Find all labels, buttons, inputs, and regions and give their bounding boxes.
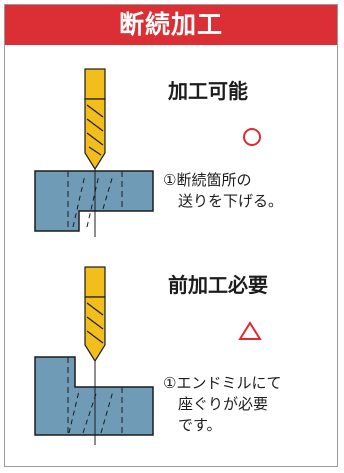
circle-mark-icon <box>242 127 262 151</box>
section-2-note-line-3: です。 <box>178 416 222 434</box>
section-2-note-line-2: 座ぐりが必要 <box>178 395 269 413</box>
drill-1 <box>84 68 106 171</box>
section-2-note: ①エンドミルにて 座ぐりが必要 です。 <box>163 373 281 436</box>
workpiece-2 <box>34 356 154 436</box>
section-1-note-line-2: 送りを下げる。 <box>178 192 284 210</box>
section-2-note-line-1: ①エンドミルにて <box>163 374 282 392</box>
triangle-mark-icon <box>238 321 262 345</box>
page-title: 断続加工 <box>5 5 337 45</box>
drill-2 <box>84 266 106 363</box>
section-1-heading: 加工可能 <box>168 79 248 103</box>
intermittent-machining-card: 断続加工 <box>4 4 338 467</box>
section-2-heading: 前加工必要 <box>168 273 268 297</box>
workpiece-1 <box>34 170 154 232</box>
diagram-figure <box>34 68 154 445</box>
section-1-note: ①断続箇所の 送りを下げる。 <box>163 170 283 212</box>
section-1-note-line-1: ①断続箇所の <box>163 171 252 189</box>
